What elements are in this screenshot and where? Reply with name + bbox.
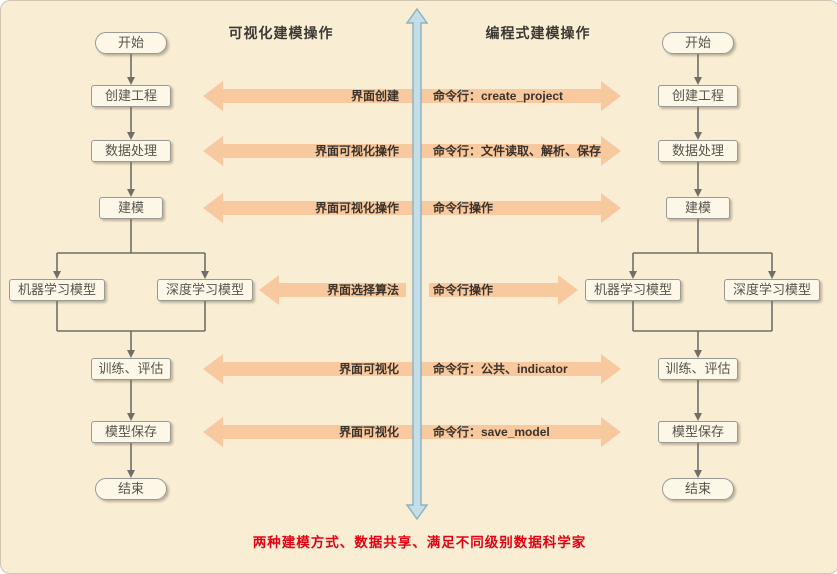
- node-modeling-right: 建模: [666, 197, 730, 219]
- bridge-arrow-data: [203, 136, 621, 166]
- bridge-row2-left-label: 界面可视化操作: [314, 144, 399, 158]
- center-divider-arrow: [405, 7, 429, 521]
- bridge-arrow-algorithm-right: [429, 275, 578, 305]
- right-flow-connectors: [629, 54, 776, 478]
- node-data-processing-left: 数据处理: [91, 140, 171, 162]
- bridge-arrows: [203, 81, 621, 447]
- bridge-row6-right-label: 命令行：save_model: [433, 425, 550, 439]
- bridge-arrow-save: [203, 417, 621, 447]
- bridge-row3-right-label: 命令行操作: [433, 201, 494, 215]
- bridge-arrow-modeling: [203, 193, 621, 223]
- bridge-row1-left-label: 界面创建: [350, 89, 399, 103]
- node-create-project-left: 创建工程: [91, 85, 171, 107]
- node-train-eval-right: 训练、评估: [658, 358, 738, 380]
- footer-note: 两种建模方式、数据共享、满足不同级别数据科学家: [252, 535, 587, 550]
- node-dl-model-right: 深度学习模型: [724, 279, 820, 301]
- bridge-row2-right-label: 命令行：文件读取、解析、保存: [433, 144, 602, 158]
- bridge-row4-right-label: 命令行操作: [433, 283, 494, 297]
- node-create-project-right: 创建工程: [658, 85, 738, 107]
- node-save-model-left: 模型保存: [91, 421, 171, 443]
- left-column-header: 可视化建模操作: [228, 25, 334, 41]
- node-start-left: 开始: [95, 32, 167, 54]
- node-end-left: 结束: [95, 478, 167, 500]
- bridge-row6-left-label: 界面可视化: [338, 425, 399, 439]
- node-end-right: 结束: [662, 478, 734, 500]
- node-train-eval-left: 训练、评估: [91, 358, 171, 380]
- bridge-row5-right-label: 命令行：公共、indicator: [433, 362, 568, 376]
- node-dl-model-left: 深度学习模型: [157, 279, 253, 301]
- node-ml-model-left: 机器学习模型: [9, 279, 105, 301]
- bridge-arrow-algorithm-left: [259, 275, 406, 305]
- bridge-row1-right-label: 命令行：create_project: [433, 89, 564, 103]
- node-modeling-left: 建模: [99, 197, 163, 219]
- left-flow-connectors: [53, 54, 209, 478]
- bridge-arrow-train: [203, 354, 621, 384]
- bridge-row4-left-label: 界面选择算法: [326, 283, 399, 297]
- bridge-row5-left-label: 界面可视化: [338, 362, 399, 376]
- node-ml-model-right: 机器学习模型: [585, 279, 681, 301]
- bridge-arrow-create: [203, 81, 621, 111]
- node-start-right: 开始: [662, 32, 734, 54]
- node-data-processing-right: 数据处理: [658, 140, 738, 162]
- right-column-header: 编程式建模操作: [485, 25, 591, 41]
- node-save-model-right: 模型保存: [658, 421, 738, 443]
- bridge-row3-left-label: 界面可视化操作: [314, 201, 399, 215]
